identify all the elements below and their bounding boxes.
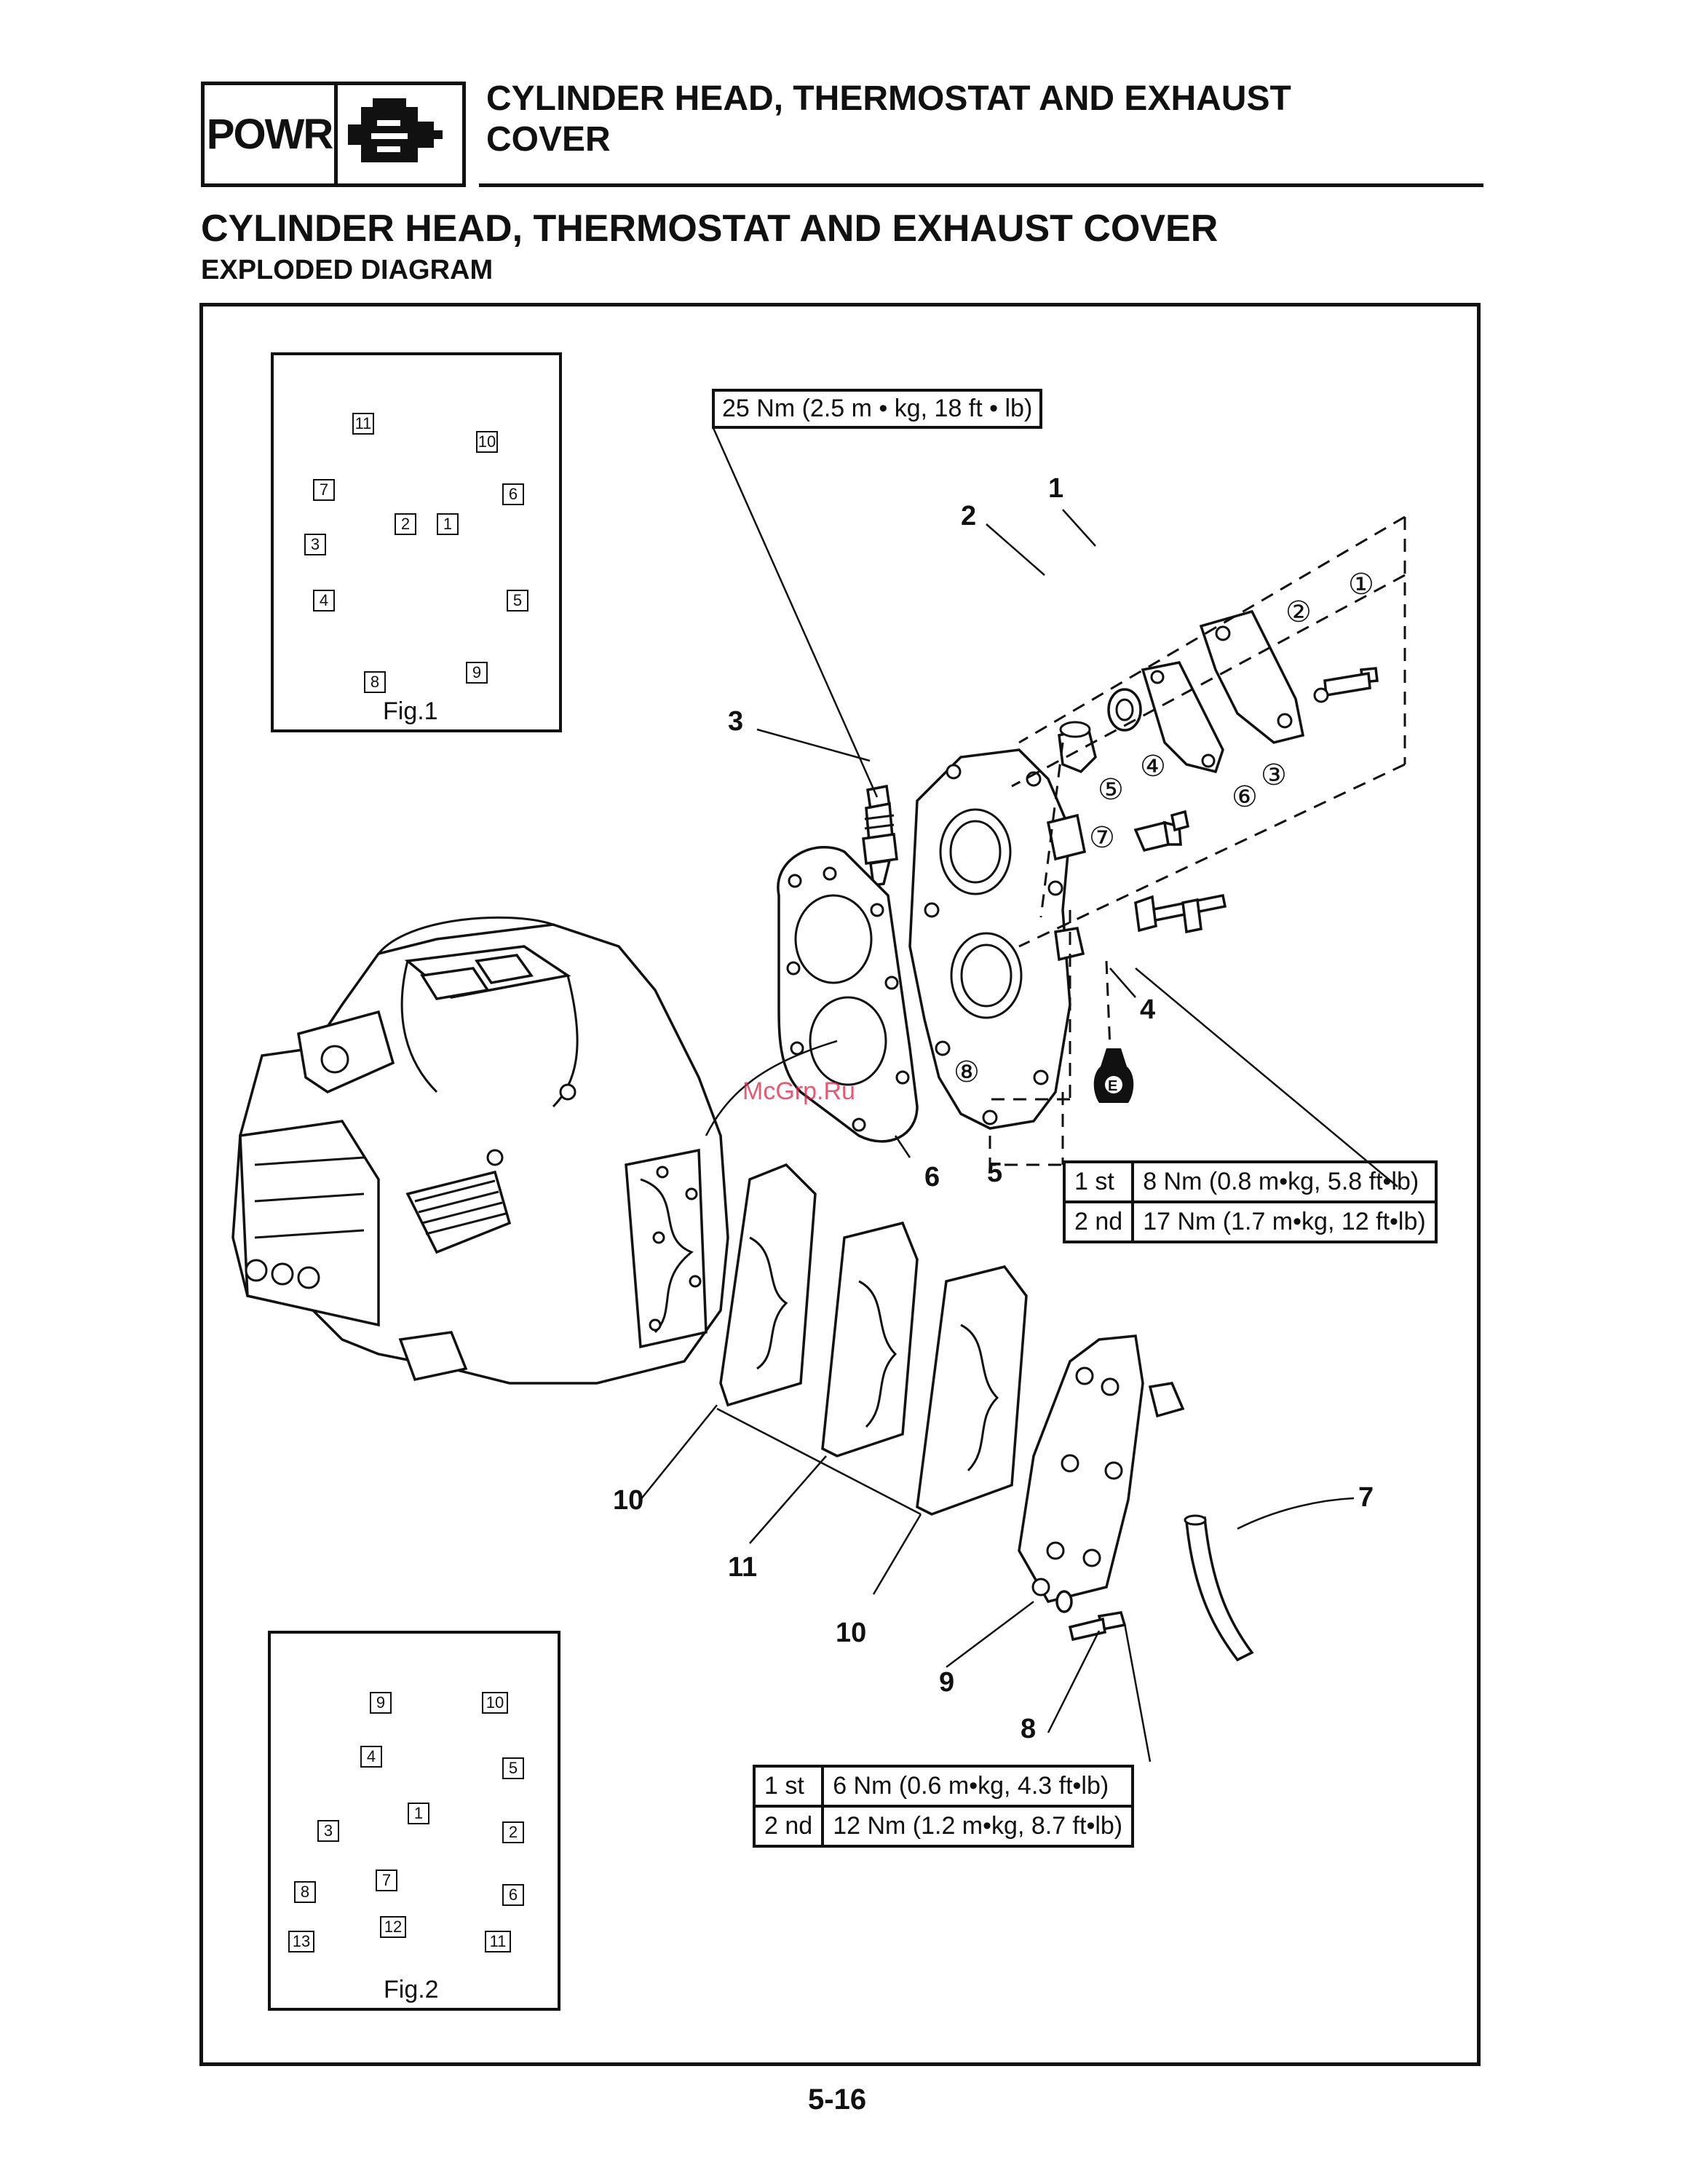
callout-9: 9 xyxy=(939,1667,955,1698)
torque-value: 12 Nm (1.2 m•kg, 8.7 ft•lb) xyxy=(821,1805,1135,1848)
fig1-seq-item: 5 xyxy=(507,590,528,612)
fig2-seq-item: 2 xyxy=(502,1821,524,1843)
callout-8: 8 xyxy=(1021,1714,1037,1744)
page-title: CYLINDER HEAD, THERMOSTAT AND EXHAUST CO… xyxy=(201,207,1219,250)
fig2-seq-item: 5 xyxy=(502,1757,524,1779)
callout-7: 7 xyxy=(1358,1482,1374,1513)
svg-text:E: E xyxy=(1108,1078,1117,1094)
fig1-seq-item: 6 xyxy=(502,483,524,505)
fig2-seq-item: 6 xyxy=(502,1884,524,1906)
fig2-seq-item: 1 xyxy=(408,1803,429,1824)
torque-value: 17 Nm (1.7 m•kg, 12 ft•lb) xyxy=(1131,1200,1438,1243)
engine-block-drawing xyxy=(231,916,729,1385)
circled-key-6: ⑥ xyxy=(1232,781,1258,813)
diagram-frame xyxy=(199,303,1481,2066)
fig1-seq-item: 8 xyxy=(364,671,386,693)
fig1-seq-item: 7 xyxy=(313,479,335,501)
leader-lines xyxy=(640,427,1398,1762)
thermostat-drawing xyxy=(1058,609,1379,934)
fig2-seq-item: 4 xyxy=(360,1746,382,1768)
assembly-dashed-lines xyxy=(988,515,1406,1166)
callout-2: 2 xyxy=(961,501,977,531)
section-code: POWR xyxy=(205,85,338,183)
fig1-seq-item: 2 xyxy=(395,513,416,535)
callout-11: 11 xyxy=(728,1552,758,1583)
fig2-seq-item: 8 xyxy=(294,1881,316,1903)
fig1-caption: Fig.1 xyxy=(383,697,438,725)
callout-10: 10 xyxy=(836,1618,867,1648)
exhaust-gaskets-drawing xyxy=(719,1163,1028,1516)
fig2-seq-item: 11 xyxy=(485,1931,511,1952)
torque-step: 2 nd xyxy=(752,1805,825,1848)
watermark: McGrp.Ru xyxy=(742,1077,855,1105)
head-gasket-drawing xyxy=(777,846,919,1143)
torque-value: 6 Nm (0.6 m•kg, 4.3 ft•lb) xyxy=(821,1765,1135,1808)
fig2-seq-item: 7 xyxy=(376,1870,397,1891)
fig1-seq-item: 10 xyxy=(476,431,498,453)
header-title-line2: COVER xyxy=(486,120,611,159)
circled-key-8: ⑧ xyxy=(954,1056,980,1088)
fig1-seq-item: 11 xyxy=(352,413,374,435)
fig1-seq-item: 1 xyxy=(437,513,459,535)
torque-step: 2 nd xyxy=(1062,1200,1135,1243)
fig2-seq-item: 13 xyxy=(288,1931,314,1952)
torque-step: 1 st xyxy=(752,1765,825,1808)
circled-key-7: ⑦ xyxy=(1089,822,1115,854)
fig2-seq-item: 10 xyxy=(482,1692,508,1714)
cylinder-head-torque-table: 1 st 8 Nm (0.8 m•kg, 5.8 ft•lb) 2 nd 17 … xyxy=(1062,1160,1438,1243)
torque-step: 1 st xyxy=(1062,1160,1135,1203)
callout-6: 6 xyxy=(924,1162,940,1192)
fig2-inset: Fig.2 xyxy=(268,1631,560,2011)
circled-key-2: ② xyxy=(1285,596,1312,628)
circled-key-3: ③ xyxy=(1261,759,1287,791)
header-rule xyxy=(479,183,1483,187)
spark-plug-drawing xyxy=(862,784,898,887)
circled-key-1: ① xyxy=(1348,569,1374,601)
callout-10: 10 xyxy=(613,1485,644,1516)
fig2-seq-item: 3 xyxy=(317,1820,339,1842)
fig1-seq-item: 4 xyxy=(313,590,335,612)
callout-3: 3 xyxy=(728,706,744,737)
cylinder-head-drawing xyxy=(908,748,1087,1130)
fig2-seq-item: 9 xyxy=(370,1692,392,1714)
table-row: 2 nd 17 Nm (1.7 m•kg, 12 ft•lb) xyxy=(1062,1200,1438,1243)
sealant-e-icon: E xyxy=(1093,1048,1134,1103)
table-row: 1 st 8 Nm (0.8 m•kg, 5.8 ft•lb) xyxy=(1062,1160,1438,1203)
exhaust-cover-drawing xyxy=(1018,1334,1254,1662)
fig1-seq-item: 3 xyxy=(304,534,326,555)
page-subtitle: EXPLODED DIAGRAM xyxy=(201,255,494,285)
callout-1: 1 xyxy=(1048,473,1064,504)
torque-value: 8 Nm (0.8 m•kg, 5.8 ft•lb) xyxy=(1131,1160,1438,1203)
header-title: CYLINDER HEAD, THERMOSTAT AND EXHAUST CO… xyxy=(486,79,1291,160)
header-title-line1: CYLINDER HEAD, THERMOSTAT AND EXHAUST xyxy=(486,79,1291,118)
circled-key-5: ⑤ xyxy=(1098,774,1124,806)
engine-icon xyxy=(337,85,462,183)
callout-5: 5 xyxy=(987,1158,1003,1188)
fig1-seq-item: 9 xyxy=(466,662,488,684)
fig2-caption: Fig.2 xyxy=(384,1976,439,2003)
section-badge: POWR xyxy=(201,82,466,187)
fig1-inset: Fig.1 xyxy=(271,352,562,732)
spark-plug-torque: 25 Nm (2.5 m • kg, 18 ft • lb) xyxy=(712,389,1043,429)
table-row: 2 nd 12 Nm (1.2 m•kg, 8.7 ft•lb) xyxy=(752,1805,1135,1848)
circled-key-4: ④ xyxy=(1140,751,1166,783)
exhaust-cover-torque-table: 1 st 6 Nm (0.6 m•kg, 4.3 ft•lb) 2 nd 12 … xyxy=(752,1765,1135,1848)
fig2-seq-item: 12 xyxy=(380,1916,406,1938)
page-number: 5-16 xyxy=(808,2084,867,2116)
table-row: 1 st 6 Nm (0.6 m•kg, 4.3 ft•lb) xyxy=(752,1765,1135,1808)
callout-4: 4 xyxy=(1140,994,1156,1025)
